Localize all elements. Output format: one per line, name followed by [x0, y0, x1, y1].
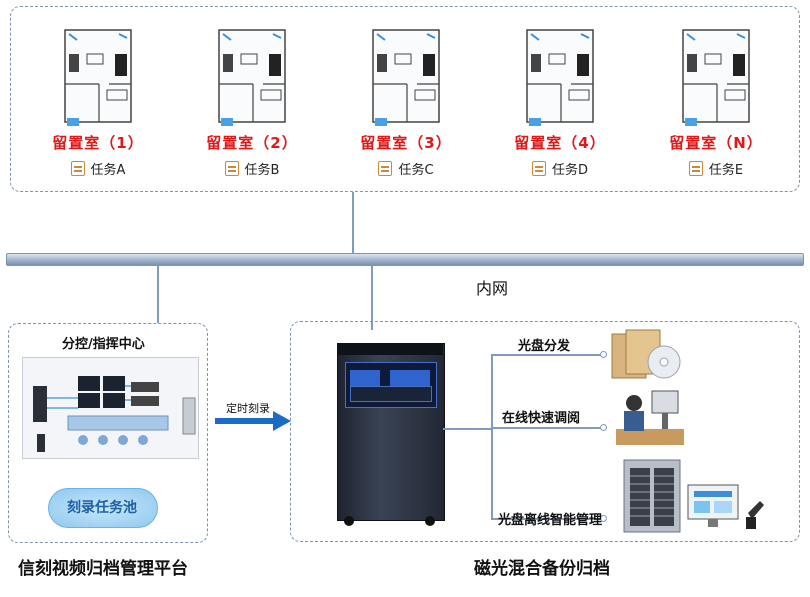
- task-pool-cloud: [48, 488, 158, 528]
- cabinet-top: [337, 343, 443, 355]
- cabinet-connector: [443, 428, 491, 430]
- room-floorplan: [59, 24, 137, 128]
- operator-workstation-icon: [616, 390, 684, 445]
- arrow-label: 定时刻录: [226, 402, 270, 415]
- task-icon: [531, 161, 546, 176]
- room-title: 留置室（1）: [52, 134, 144, 152]
- room-title: 留置室（2）: [206, 134, 298, 152]
- chair-icon: [138, 435, 148, 445]
- room-task-label: 任务A: [90, 163, 126, 178]
- room-floorplan: [213, 24, 291, 128]
- output-node: [600, 424, 607, 431]
- archive-group-frame: [290, 321, 800, 542]
- task-pool-label: 刻录任务池: [67, 500, 137, 516]
- platform-caption: 信刻视频归档管理平台: [18, 559, 188, 579]
- control-center-floorplan: [22, 357, 199, 459]
- monitor-icon: [78, 376, 100, 391]
- room-floorplan: [677, 24, 755, 128]
- intranet-bus: [6, 253, 804, 266]
- outputs-trunk: [491, 354, 493, 518]
- room-task-label: 任务C: [398, 163, 434, 178]
- platform-group-frame: [8, 323, 208, 543]
- operator-desk: [67, 415, 169, 431]
- room-title: 留置室（4）: [514, 134, 606, 152]
- pc-tower-icon: [37, 434, 45, 452]
- cable-lines: [47, 385, 131, 409]
- rooms-to-bus-line: [352, 192, 354, 254]
- output-label-online-access: 在线快速调阅: [502, 411, 581, 426]
- encoder-icon: [131, 382, 159, 392]
- holding-room: 留置室（2） 任务B: [192, 24, 312, 178]
- room-task: 任务D: [500, 159, 620, 178]
- task-icon: [70, 161, 85, 176]
- room-task-label: 任务B: [244, 163, 280, 178]
- holding-room: 留置室（4） 任务D: [500, 24, 620, 178]
- cabinet-light: [390, 370, 430, 390]
- output-branch-2: [491, 427, 603, 429]
- arrow-shaft: [215, 418, 275, 424]
- room-task: 任务A: [38, 159, 158, 178]
- control-center-title: 分控/指挥中心: [62, 337, 145, 352]
- archive-caption: 磁光混合备份归档: [474, 559, 610, 579]
- room-task: 任务B: [192, 159, 312, 178]
- room-task: 任务C: [346, 159, 466, 178]
- room-task: 任务E: [656, 159, 776, 178]
- management-monitor-icon: [687, 484, 764, 529]
- bus-to-archive-line: [371, 266, 373, 330]
- chair-icon: [98, 435, 108, 445]
- room-task-label: 任务E: [708, 163, 744, 178]
- chair-icon: [78, 435, 88, 445]
- holding-room: 留置室（N） 任务E: [656, 24, 776, 178]
- encoder-icon: [131, 396, 159, 406]
- monitor-icon: [103, 376, 125, 391]
- disc-box-icon: [611, 329, 681, 379]
- monitor-icon: [103, 393, 125, 408]
- disc-library-cabinet-icon: [623, 459, 681, 533]
- monitor-icon: [78, 393, 100, 408]
- server-rack-icon: [33, 386, 47, 422]
- output-branch-1: [491, 354, 603, 356]
- output-label-offline-management: 光盘离线智能管理: [498, 513, 603, 528]
- task-icon: [224, 161, 239, 176]
- rooms-group-frame: [10, 6, 800, 192]
- room-title: 留置室（3）: [360, 134, 452, 152]
- holding-room: 留置室（3） 任务C: [346, 24, 466, 178]
- arrow-head-icon: [273, 411, 291, 431]
- holding-room: 留置室（1） 任务A: [38, 24, 158, 178]
- room-floorplan: [521, 24, 599, 128]
- cabinet-drive-bay: [350, 386, 432, 402]
- task-icon: [378, 161, 393, 176]
- bus-to-platform-line: [157, 266, 159, 323]
- chair-icon: [118, 435, 128, 445]
- output-branch-3: [491, 518, 603, 520]
- output-label-distribution: 光盘分发: [518, 339, 571, 354]
- control-center-devices: [33, 376, 196, 452]
- room-floorplan: [367, 24, 445, 128]
- storage-tower-icon: [182, 397, 196, 435]
- intranet-label: 内网: [476, 279, 509, 298]
- output-node: [600, 351, 607, 358]
- room-task-label: 任务D: [551, 163, 588, 178]
- cabinet-wheel: [344, 516, 354, 526]
- output-node: [600, 515, 607, 522]
- cabinet-light: [350, 370, 380, 390]
- task-icon: [688, 161, 703, 176]
- room-title: 留置室（N）: [669, 134, 763, 152]
- cabinet-wheel: [425, 516, 435, 526]
